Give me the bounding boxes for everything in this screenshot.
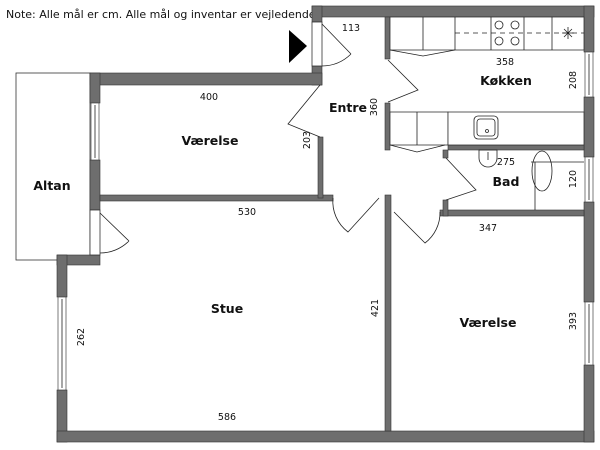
dim-bad-depth: 120 (568, 170, 579, 188)
room-label-altan: Altan (33, 178, 70, 193)
doors (89, 21, 477, 256)
dim-entre-length: 360 (369, 98, 380, 116)
stove-burner-icon (494, 36, 504, 46)
sink-icon (473, 115, 499, 140)
fan-icon (562, 27, 574, 39)
stove-burner-icon (510, 20, 520, 30)
note-text: Note: Alle mål er cm. Alle mål og invent… (6, 8, 316, 21)
dim-kokken-width: 358 (496, 57, 514, 68)
stove-burner-icon (494, 20, 504, 30)
altan-area (15, 72, 91, 261)
dim-entre-width: 113 (342, 23, 360, 34)
dim-vaerelse1-depth: 203 (302, 131, 313, 149)
kitchen-counter (389, 16, 585, 153)
dim-vaerelse1-width: 400 (200, 92, 218, 103)
dim-stue-right: 421 (370, 299, 381, 317)
dim-kokken-depth: 208 (568, 71, 579, 89)
dim-stue-bottom: 586 (218, 412, 236, 423)
room-label-stue: Stue (211, 301, 243, 316)
toilet-icon (531, 150, 553, 192)
room-label-kokken: Køkken (480, 73, 532, 88)
room-label-vaerelse-1: Værelse (182, 133, 239, 148)
dim-vaerelse2-depth: 393 (568, 312, 579, 330)
windows (57, 51, 594, 391)
room-label-entre: Entre (329, 100, 367, 115)
room-label-vaerelse-2: Værelse (460, 315, 517, 330)
walls (56, 5, 595, 443)
bath-fixtures (478, 149, 584, 210)
entrance-arrow-icon (289, 30, 307, 63)
dim-stue-left: 262 (76, 328, 87, 346)
dim-stue-top: 530 (238, 207, 256, 218)
dim-vaerelse2-width: 347 (479, 223, 497, 234)
room-label-bad: Bad (493, 174, 520, 189)
washbasin-icon (478, 149, 498, 168)
dim-bad-width: 275 (497, 157, 515, 168)
stove-burner-icon (510, 36, 520, 46)
